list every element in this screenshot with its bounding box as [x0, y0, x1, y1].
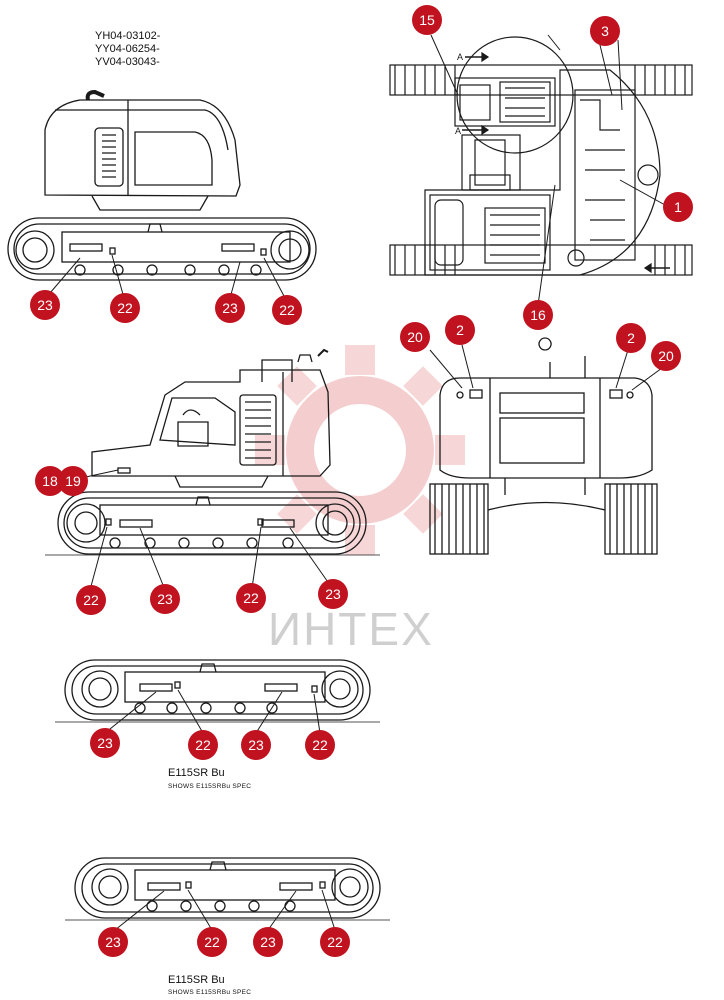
excavator-rear-view: [429, 337, 658, 555]
callout-22-a[interactable]: 22: [110, 293, 140, 323]
callout-16[interactable]: 16: [523, 300, 553, 330]
serial-number-3: YV04-03043-: [95, 56, 160, 68]
callout-22-d[interactable]: 22: [236, 583, 266, 613]
callout-22-f[interactable]: 22: [305, 730, 335, 760]
callout-23-g[interactable]: 23: [98, 927, 128, 957]
callout-15[interactable]: 15: [412, 5, 442, 35]
svg-text:A: A: [457, 52, 463, 62]
callout-23-c[interactable]: 23: [150, 584, 180, 614]
excavator-side-view-1: [7, 89, 317, 281]
serial-number-1: YH04-03102-: [95, 30, 161, 42]
callout-1[interactable]: 1: [663, 192, 693, 222]
caption-title-1: E115SR Bu: [168, 767, 225, 779]
callout-23-d[interactable]: 23: [318, 579, 348, 609]
callout-2-b[interactable]: 2: [616, 323, 646, 353]
excavator-side-view-2: [45, 348, 380, 556]
undercarriage-view-1: [55, 659, 380, 723]
caption-sub-1: SHOWS E115SRBu SPEC: [168, 783, 252, 790]
excavator-top-view: A A: [389, 34, 693, 306]
callout-22-b[interactable]: 22: [272, 295, 302, 325]
serial-number-2: YY04-06254-: [95, 43, 160, 55]
callout-3[interactable]: 3: [590, 16, 620, 46]
callout-22-h[interactable]: 22: [320, 927, 350, 957]
watermark-text: ИНТЕХ: [268, 603, 434, 655]
caption-sub-2: SHOWS E115SRBu SPEC: [168, 989, 252, 996]
callout-22-c[interactable]: 22: [76, 585, 106, 615]
callout-23-b[interactable]: 23: [215, 293, 245, 323]
callout-22-e[interactable]: 22: [188, 730, 218, 760]
callout-23-h[interactable]: 23: [253, 927, 283, 957]
callout-23-e[interactable]: 23: [90, 728, 120, 758]
caption-title-2: E115SR Bu: [168, 974, 225, 986]
callout-22-g[interactable]: 22: [197, 927, 227, 957]
svg-text:A: A: [455, 126, 461, 136]
callout-leaders: [49, 254, 663, 931]
callout-20-a[interactable]: 20: [400, 322, 430, 352]
undercarriage-view-2: [65, 857, 390, 921]
callout-20-b[interactable]: 20: [651, 341, 681, 371]
callout-2-a[interactable]: 2: [445, 315, 475, 345]
callout-23-f[interactable]: 23: [241, 730, 271, 760]
callout-23-a[interactable]: 23: [30, 290, 60, 320]
callout-19[interactable]: 19: [58, 466, 88, 496]
watermark-gear: [286, 376, 434, 524]
